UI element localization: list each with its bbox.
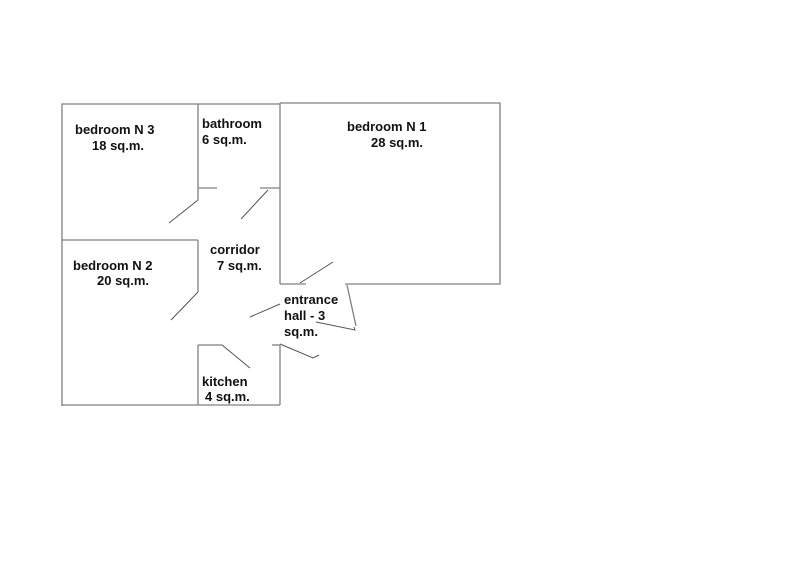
door-bathroom (240, 189, 269, 220)
corridor-name: corridor (210, 242, 260, 257)
door-entrance-corridor (249, 303, 281, 318)
door-entrance-bottom (279, 343, 320, 359)
door-kitchen (221, 344, 251, 369)
entrance-area: sq.m. (284, 324, 318, 339)
bedroom1-name: bedroom N 1 (347, 119, 426, 134)
doors (168, 189, 356, 369)
bedroom2-area: 20 sq.m. (97, 273, 149, 288)
bedroom1-area: 28 sq.m. (371, 135, 423, 150)
entrance-name: entrance (284, 292, 338, 307)
bathroom-name: bathroom (202, 116, 262, 131)
door-bedroom2 (170, 291, 199, 321)
bedroom3-area: 18 sq.m. (92, 138, 144, 153)
bathroom-area: 6 sq.m. (202, 132, 247, 147)
outer-wall-left-top (61, 103, 280, 406)
room-labels: bedroom N 3 18 sq.m. bathroom 6 sq.m. be… (73, 116, 426, 404)
walls (61, 102, 501, 406)
door-entrance-right (315, 321, 356, 331)
door-bedroom1 (299, 261, 334, 284)
entrance-right-wall (346, 284, 357, 327)
bedroom2-name: bedroom N 2 (73, 258, 152, 273)
bedroom1-wall (280, 102, 501, 285)
entrance-name-2: hall - 3 (284, 308, 325, 323)
kitchen-name: kitchen (202, 374, 248, 389)
kitchen-area: 4 sq.m. (205, 389, 250, 404)
bedroom3-name: bedroom N 3 (75, 122, 154, 137)
corridor-area: 7 sq.m. (217, 258, 262, 273)
door-bedroom3 (168, 199, 199, 224)
